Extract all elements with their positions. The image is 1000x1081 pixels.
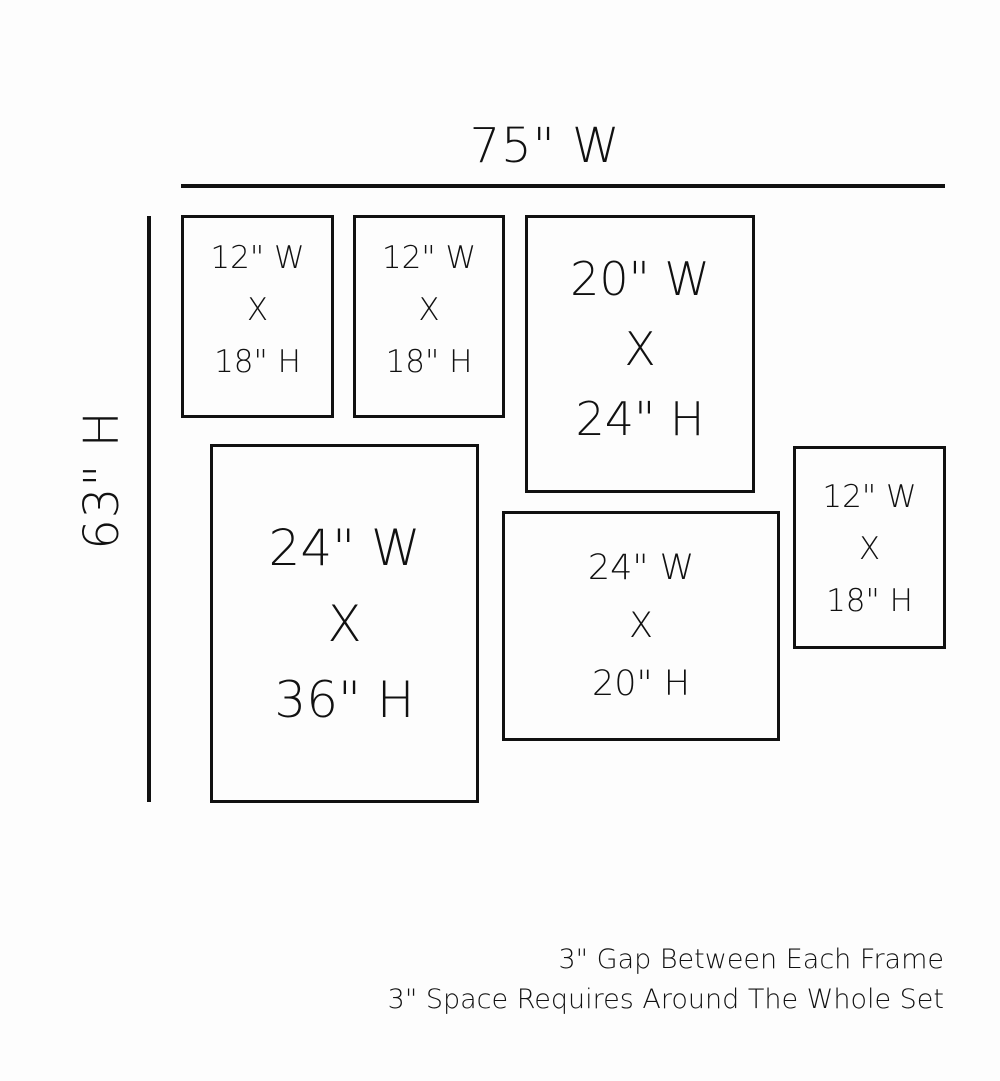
frame-width-label: 12" W [381, 239, 477, 276]
frame-height-label: 18" H [385, 343, 473, 380]
overall-width-dimension-line [181, 184, 945, 188]
frame-height-label: 36" H [274, 670, 415, 729]
frame-width-label: 12" W [822, 478, 917, 515]
frame-width-label: 24" W [268, 518, 421, 577]
frame-separator: X [327, 594, 362, 653]
frame-height-label: 18" H [826, 582, 913, 619]
frame-12x18-right: 12" W X 18" H [793, 446, 946, 649]
frame-20x24: 20" W X 24" H [525, 215, 755, 493]
frame-separator: X [858, 530, 881, 567]
frame-separator: X [629, 606, 653, 646]
overall-height-dimension-line [147, 216, 151, 802]
gap-note: 3" Gap Between Each Frame [558, 944, 944, 975]
frame-width-label: 12" W [210, 239, 305, 276]
frame-12x18-top-middle: 12" W X 18" H [353, 215, 505, 418]
frame-height-label: 24" H [575, 392, 705, 446]
space-note: 3" Space Requires Around The Whole Set [387, 984, 944, 1015]
overall-width-label: 75" W [469, 118, 621, 174]
frame-height-label: 18" H [214, 343, 301, 380]
frame-12x18-top-left: 12" W X 18" H [181, 215, 334, 418]
overall-height-label: 63" H [74, 410, 130, 550]
frame-separator: X [246, 291, 269, 328]
frame-24x20: 24" W X 20" H [502, 511, 780, 741]
spacing-notes: 3" Gap Between Each Frame 3" Space Requi… [388, 940, 944, 1020]
frame-24x36: 24" W X 36" H [210, 444, 479, 803]
frame-height-label: 20" H [591, 664, 691, 704]
frame-separator: X [624, 322, 656, 376]
frame-width-label: 24" W [587, 548, 695, 588]
frame-separator: X [418, 291, 440, 328]
frame-width-label: 20" W [570, 252, 710, 306]
